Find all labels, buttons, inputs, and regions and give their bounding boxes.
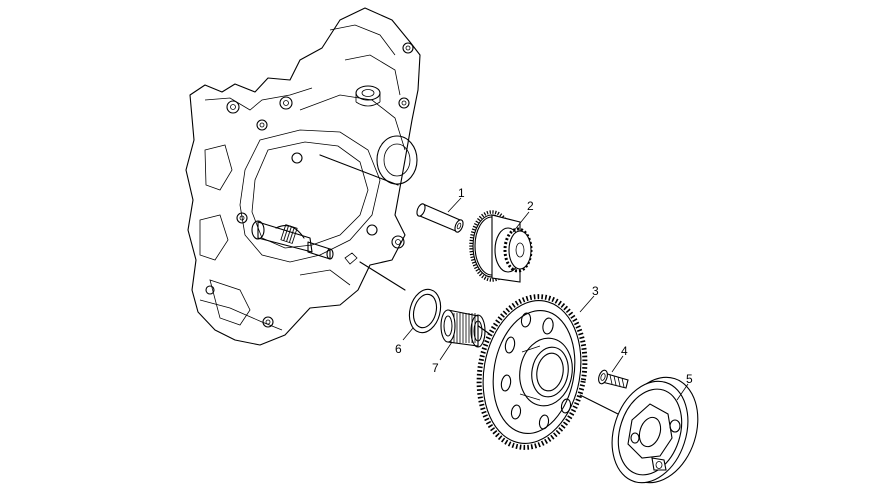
part-3-starter-gear <box>476 294 588 450</box>
callouts: 1 2 3 4 5 6 7 <box>395 186 693 386</box>
part-6-washer <box>408 288 442 334</box>
callout-6: 6 <box>395 342 402 356</box>
callout-3: 3 <box>592 284 599 298</box>
part-4-bolt <box>598 369 629 389</box>
callout-1: 1 <box>458 186 465 200</box>
callout-2: 2 <box>527 199 534 213</box>
part-2-double-gear <box>469 210 533 283</box>
part-7-needle-bearing <box>440 309 486 348</box>
part-5-clutch-housing <box>611 376 699 484</box>
callout-5: 5 <box>686 372 693 386</box>
callout-7: 7 <box>432 361 439 375</box>
leader-lines <box>402 197 689 401</box>
crankcase-housing <box>185 7 421 346</box>
part-1-shaft-pin <box>416 203 464 233</box>
callout-4: 4 <box>621 344 628 358</box>
